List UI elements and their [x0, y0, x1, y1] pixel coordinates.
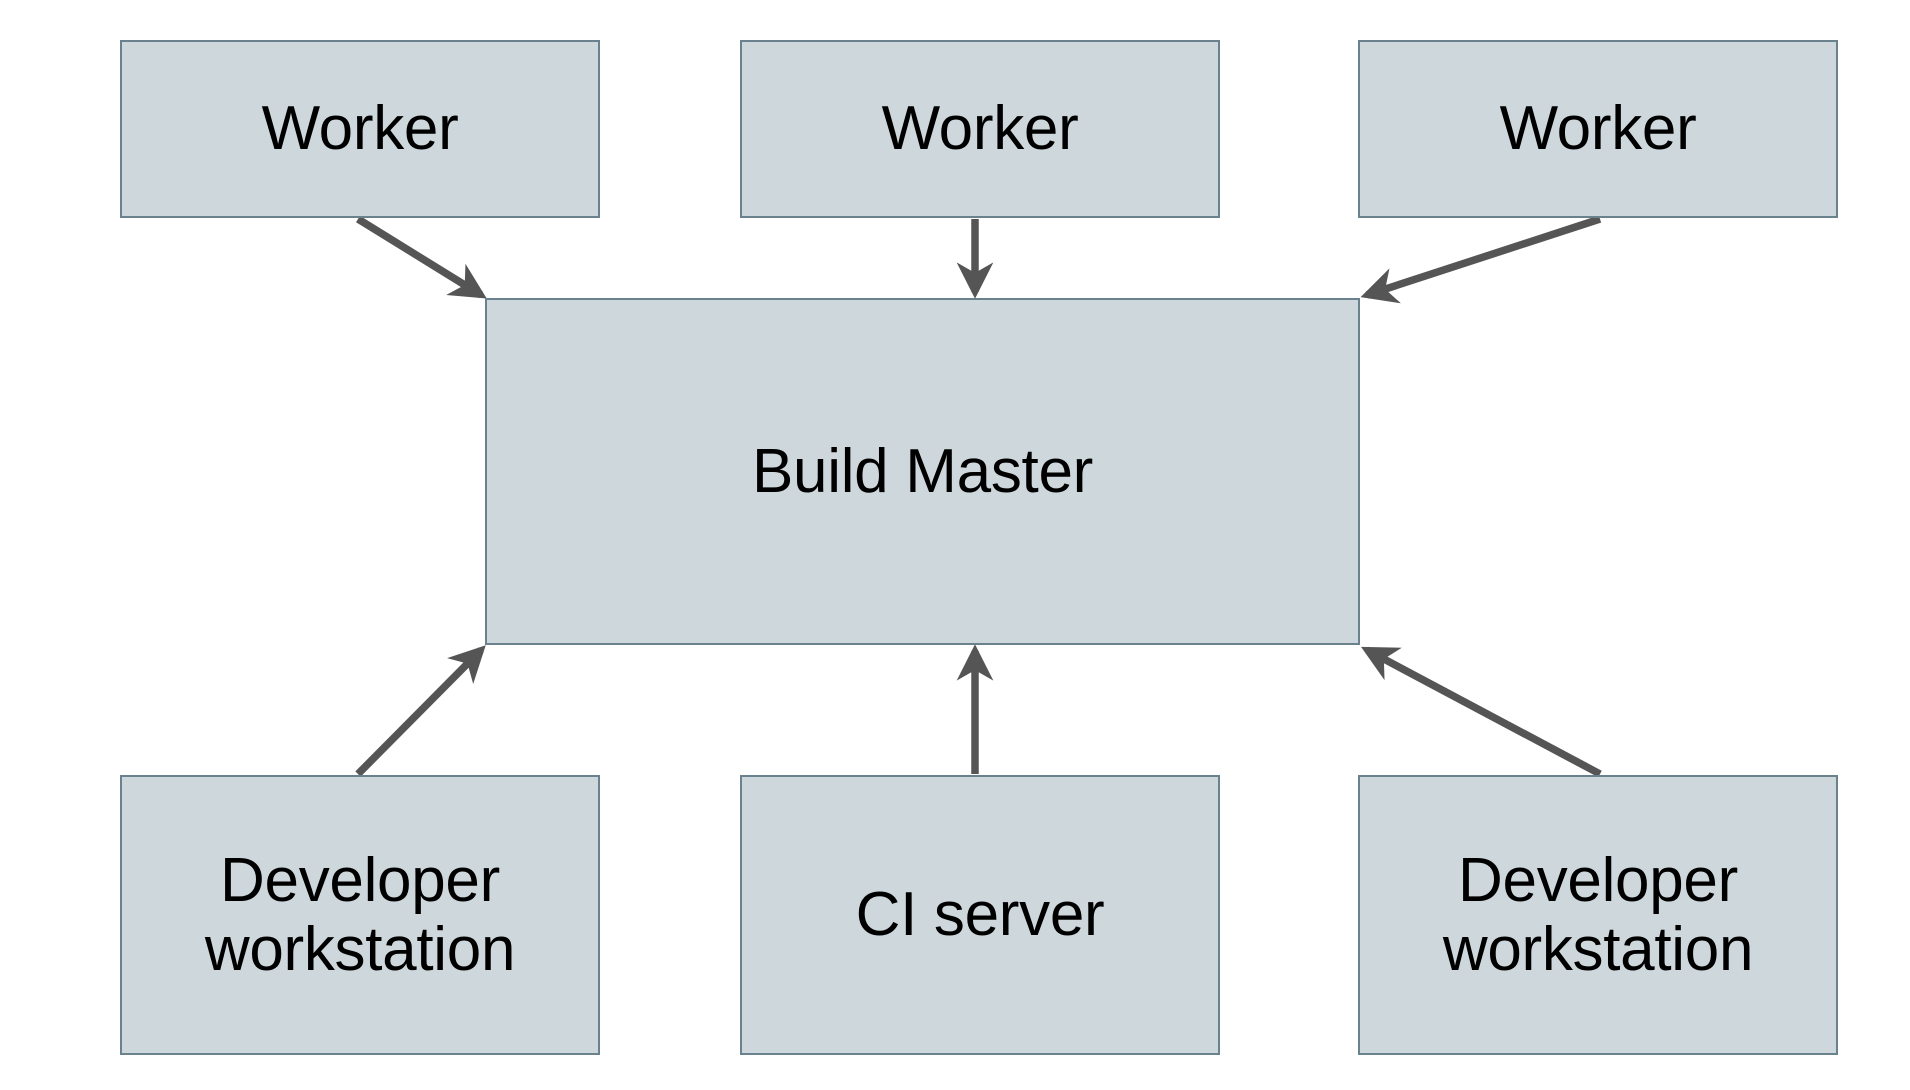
edge-worker-1-to-master	[356, 215, 487, 299]
node-worker-2[interactable]: Worker	[740, 40, 1220, 218]
edge-dev-ws-2-to-master	[1361, 646, 1602, 778]
node-developer-workstation-2[interactable]: Developer workstation	[1358, 775, 1838, 1055]
edge-dev-ws-1-to-master	[355, 645, 486, 777]
node-worker-1[interactable]: Worker	[120, 40, 600, 218]
node-worker-3-label: Worker	[1499, 94, 1697, 164]
node-worker-3[interactable]: Worker	[1358, 40, 1838, 218]
node-developer-workstation-2-label: Developer workstation	[1442, 845, 1754, 984]
node-ci-server[interactable]: CI server	[740, 775, 1220, 1055]
node-developer-workstation-1[interactable]: Developer workstation	[120, 775, 600, 1055]
node-build-master[interactable]: Build Master	[485, 298, 1360, 645]
node-worker-2-label: Worker	[881, 94, 1079, 164]
node-worker-1-label: Worker	[261, 94, 459, 164]
edge-worker-3-to-master	[1360, 215, 1602, 304]
node-build-master-label: Build Master	[752, 436, 1093, 506]
node-ci-server-label: CI server	[855, 880, 1105, 950]
node-developer-workstation-1-label: Developer workstation	[204, 845, 516, 984]
